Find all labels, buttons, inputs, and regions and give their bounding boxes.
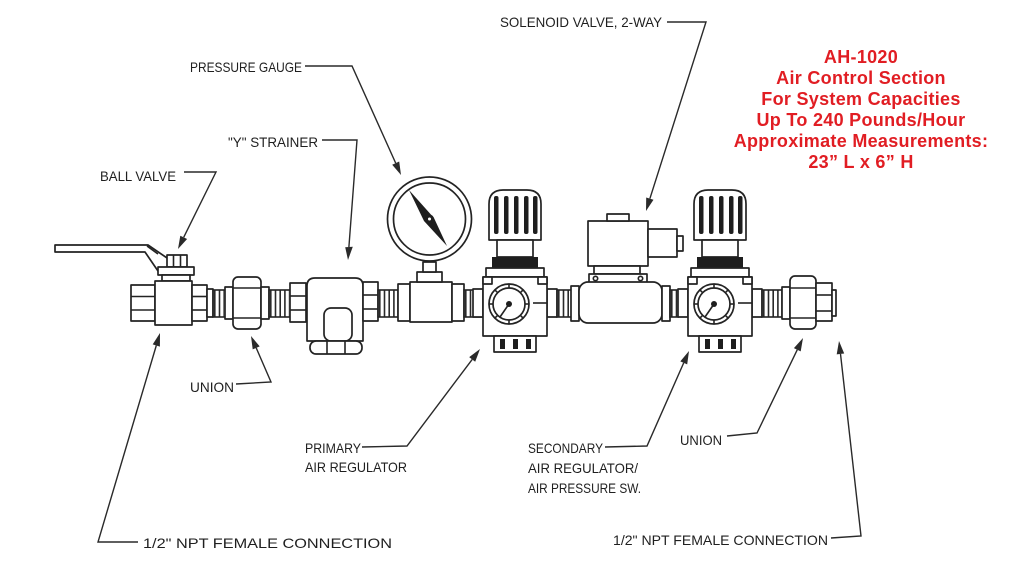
label-union-left: UNION (190, 379, 234, 395)
info-line3: For System Capacities (761, 89, 960, 109)
primary-air-regulator (473, 190, 557, 352)
solenoid-arrow (646, 197, 654, 211)
label-npt-connection-right: 1/2" NPT FEMALE CONNECTION (613, 532, 828, 548)
label-secondary-regulator-line1: SECONDARY (528, 440, 604, 456)
leader-lines (97, 21, 862, 543)
pressure-gauge (386, 176, 473, 283)
pressure-gauge-arrow (392, 161, 401, 175)
primary-regulator-arrow (469, 349, 480, 362)
ball-valve-handle (54, 244, 171, 272)
pipe-nipple (268, 289, 291, 318)
label-secondary-regulator-line3: AIR PRESSURE SW. (528, 480, 641, 496)
solenoid-valve (570, 213, 684, 324)
info-line5: Approximate Measurements: (734, 131, 989, 151)
info-model: AH-1020 (824, 47, 898, 67)
union-left-arrow (251, 336, 260, 350)
union-left-fitting (224, 276, 270, 330)
y-strainer-arrow (345, 246, 353, 260)
ball-valve-arrow (178, 235, 188, 249)
label-pressure-gauge: PRESSURE GAUGE (190, 59, 302, 75)
union-right-arrow (793, 338, 803, 352)
pipe-nipple (669, 289, 679, 318)
info-title: Air Control Section (776, 68, 946, 88)
npt-right-arrow (836, 341, 845, 355)
npt-left-arrow (152, 333, 160, 347)
label-primary-regulator-line1: PRIMARY (305, 440, 362, 456)
pipe-nipple (212, 289, 226, 318)
label-npt-connection-left: 1/2" NPT FEMALE CONNECTION (143, 535, 392, 551)
secondary-air-regulator (678, 190, 762, 352)
pipe-nipple (377, 289, 399, 318)
label-ball-valve: BALL VALVE (100, 168, 176, 184)
info-box: AH-1020 Air Control Section For System C… (734, 47, 989, 172)
union-right-fitting (781, 275, 837, 330)
ball-valve (130, 254, 214, 326)
pipe-nipple (761, 289, 783, 318)
info-dimensions: 23” L x 6” H (808, 152, 913, 172)
secondary-regulator-arrow (680, 351, 689, 365)
gauge-tee-fitting (397, 281, 465, 323)
label-union-right: UNION (680, 432, 722, 448)
info-line4: Up To 240 Pounds/Hour (757, 110, 966, 130)
label-y-strainer: "Y" STRAINER (228, 134, 318, 150)
label-secondary-regulator-line2: AIR REGULATOR/ (528, 460, 638, 476)
label-primary-regulator-line2: AIR REGULATOR (305, 459, 407, 475)
label-solenoid-valve: SOLENOID VALVE, 2-WAY (500, 14, 663, 30)
y-strainer (289, 277, 379, 355)
